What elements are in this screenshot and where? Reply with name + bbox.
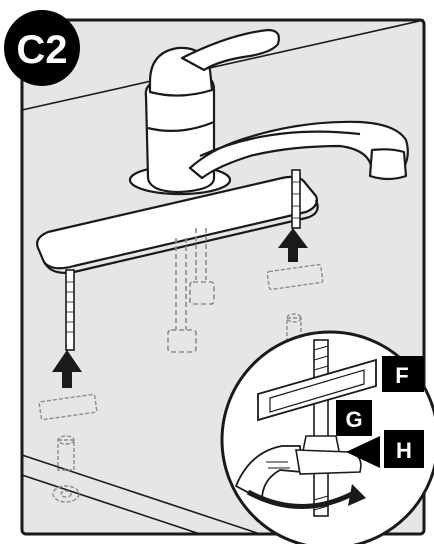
stud-right xyxy=(292,170,300,228)
step-label: C2 xyxy=(16,28,67,72)
callout-g: G xyxy=(345,407,362,432)
callout-f: F xyxy=(395,363,408,388)
step-badge: C2 xyxy=(4,10,80,86)
aerator xyxy=(370,149,406,179)
callout-h: H xyxy=(396,438,412,463)
